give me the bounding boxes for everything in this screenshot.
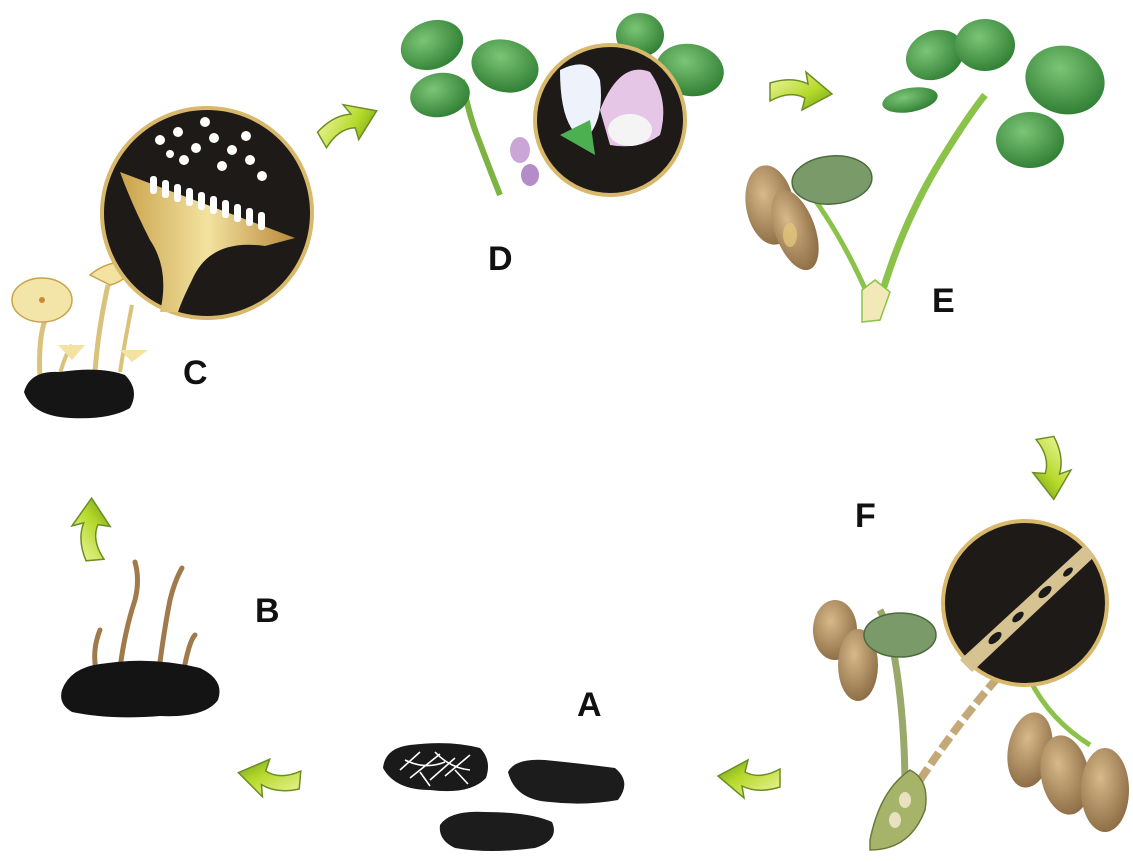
cycle-arrow-icon <box>1027 435 1075 503</box>
stage-d-flowering-plant: D <box>394 12 728 278</box>
flower-magnified <box>535 45 685 195</box>
stage-e-infected-plant: E <box>739 19 1112 322</box>
stage-label-b: B <box>255 592 280 630</box>
sclerotium-c <box>24 370 134 419</box>
stage-label-a: A <box>577 686 602 724</box>
sclerotium-bottom <box>440 812 554 851</box>
sclerotium-germinating <box>383 743 488 791</box>
stem-f-rotted <box>920 675 1000 780</box>
stage-label-f: F <box>855 497 876 535</box>
stage-label-c: C <box>183 354 208 392</box>
stem-e-main <box>880 95 985 300</box>
apothecium-magnified <box>102 108 312 318</box>
stage-b-germinating-sclerotium: B <box>61 562 279 717</box>
cycle-arrow-icon <box>236 757 301 800</box>
stage-a-sclerotia: A <box>383 686 624 851</box>
pod-f <box>870 770 926 850</box>
stage-label-d: D <box>488 240 513 278</box>
cycle-arrow-icon <box>312 92 385 156</box>
flower-small <box>510 137 539 186</box>
cycle-arrow-icon <box>718 760 780 798</box>
stipes <box>95 562 195 670</box>
cycle-arrow-icon <box>70 497 113 562</box>
stage-f-diseased-plant: F <box>813 497 1129 850</box>
sclerotium-right <box>508 760 624 804</box>
sclerotium-b <box>61 661 219 718</box>
cycle-arrow-icon <box>770 72 832 110</box>
stage-label-e: E <box>932 282 955 320</box>
stem-magnified <box>943 521 1107 685</box>
stage-c-apothecia: C <box>12 108 312 418</box>
